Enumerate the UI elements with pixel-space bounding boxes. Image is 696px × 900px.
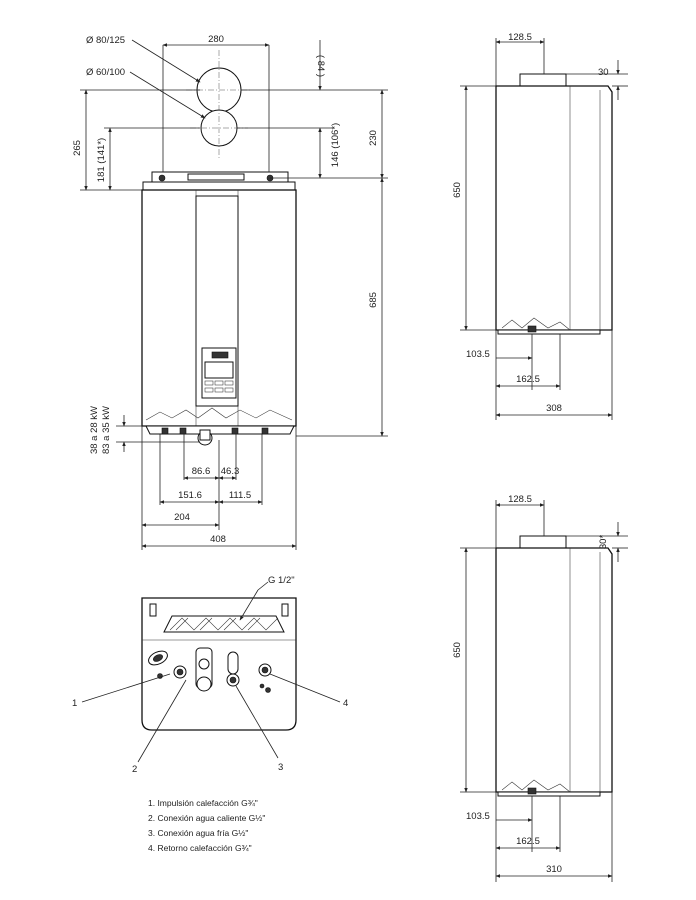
dim-650-b: 650: [452, 642, 463, 658]
label-d80-125: Ø 80/125: [86, 35, 125, 46]
legend-item-4: 4. Retorno calefacción G¾": [148, 843, 252, 853]
dim-103-5-b: 103.5: [466, 811, 490, 822]
dim-111-5: 111.5: [229, 490, 251, 501]
label-83-35kw: 83 a 35 kW: [101, 406, 112, 454]
dim-162-5: 162.5: [516, 374, 540, 385]
legend-item-2: 2. Conexión agua caliente G½": [148, 813, 265, 823]
label-38-28kw: 38 a 28 kW: [89, 406, 100, 454]
label-g12: G 1/2": [268, 575, 295, 586]
callout-2: 2: [132, 764, 137, 775]
legend: 1. Impulsión calefacción G¾" 2. Conexión…: [148, 798, 265, 853]
dim-162-5-b: 162.5: [516, 836, 540, 847]
dim-151-6: 151.6: [178, 490, 202, 501]
dim-685: 685: [368, 292, 379, 308]
label-d60-100: Ø 60/100: [86, 67, 125, 78]
dim-650: 650: [452, 182, 463, 198]
side-view-bottom: 128.5 30* 650 103.5 162.5 310: [452, 494, 628, 882]
dim-84: ( 84 ): [315, 55, 326, 77]
flue-outlet: [186, 50, 252, 160]
dim-310: 310: [546, 864, 562, 875]
callout-4: 4: [343, 698, 348, 709]
dim-30: 30: [598, 67, 609, 78]
dim-308: 308: [546, 403, 562, 414]
legend-item-1: 1. Impulsión calefacción G¾": [148, 798, 258, 808]
dim-46-3: 46.3: [221, 466, 240, 477]
bottom-view: G 1/2" 1 2 3 4: [72, 575, 348, 775]
side-view-top: 128.5 30 650 103.5 162.5 308: [452, 32, 628, 420]
dim-103-5: 103.5: [466, 349, 490, 360]
dim-408: 408: [210, 534, 226, 545]
callout-1: 1: [72, 698, 77, 709]
dim-181: 181 (141*): [96, 138, 107, 182]
dim-265: 265: [72, 140, 83, 156]
callout-3: 3: [278, 762, 283, 773]
dim-30-star: 30*: [598, 535, 609, 550]
front-view: 280 Ø 80/125 Ø 60/100 265 181 (141*) ( 8…: [72, 34, 388, 550]
legend-item-3: 3. Conexión agua fría G½": [148, 828, 248, 838]
dim-204: 204: [174, 512, 190, 523]
dim-280: 280: [208, 34, 224, 45]
mounting-bracket: [142, 171, 296, 191]
dim-86-6: 86.6: [192, 466, 211, 477]
dim-128-5: 128.5: [508, 32, 532, 43]
bottom-connections: [148, 647, 272, 693]
boiler-front-body: [141, 189, 297, 446]
dim-128-5-b: 128.5: [508, 494, 532, 505]
dim-146: 146 (106*): [330, 123, 341, 167]
dim-230: 230: [368, 130, 379, 146]
